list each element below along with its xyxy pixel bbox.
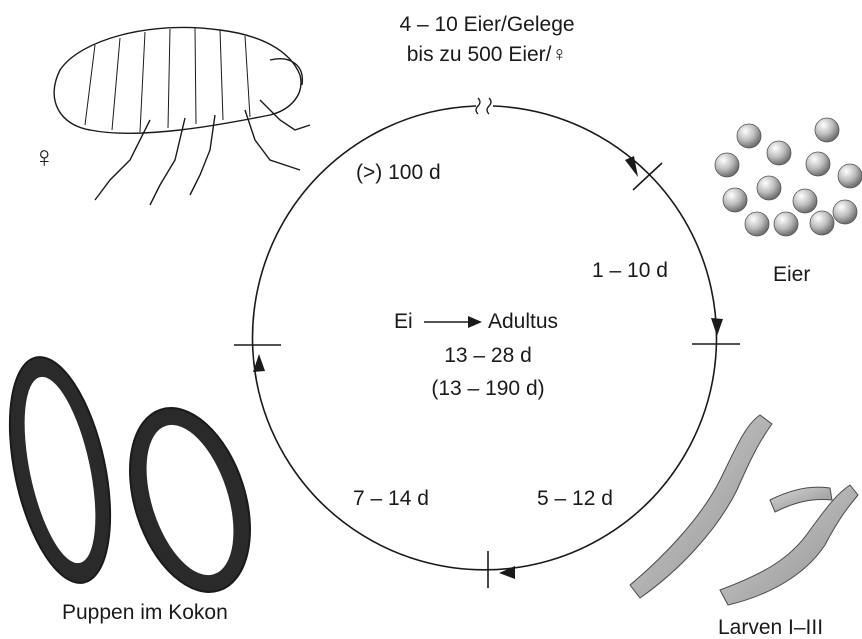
larvae-illustration [630,415,858,605]
pupae-stage-label: Puppen im Kokon [62,602,228,623]
larvae-stage-label: Larven I–III [718,617,823,638]
center-to-label: Adultus [488,311,558,332]
divider-adult-egg [633,163,662,190]
egg-cluster-illustration [715,118,862,236]
duration-pupa: 7 – 14 d [353,488,429,509]
eggs-total-label: bis zu 500 Eier/♀ [372,44,602,65]
pupae-illustration [0,348,272,607]
cycle-circle [253,106,717,570]
center-range-label: (13 – 190 d) [388,378,588,399]
arrow-to-larvae [711,318,723,336]
arrow-to-eggs [625,156,638,177]
female-symbol: ♀ [33,143,56,173]
center-duration-label: 13 – 28 d [388,345,588,366]
adult-flea-illustration [54,27,310,205]
center-arrow-head [468,316,482,328]
cycle-break-mark [476,98,491,114]
eggs-per-clutch-label: 4 – 10 Eier/Gelege [372,14,602,35]
arrow-to-pupae [499,566,515,579]
center-from-label: Ei [394,311,413,332]
eggs-stage-label: Eier [773,264,810,285]
duration-adult: (>) 100 d [356,162,441,183]
duration-larva: 5 – 12 d [537,488,613,509]
arrow-to-adult [253,354,265,372]
duration-egg: 1 – 10 d [592,260,668,281]
